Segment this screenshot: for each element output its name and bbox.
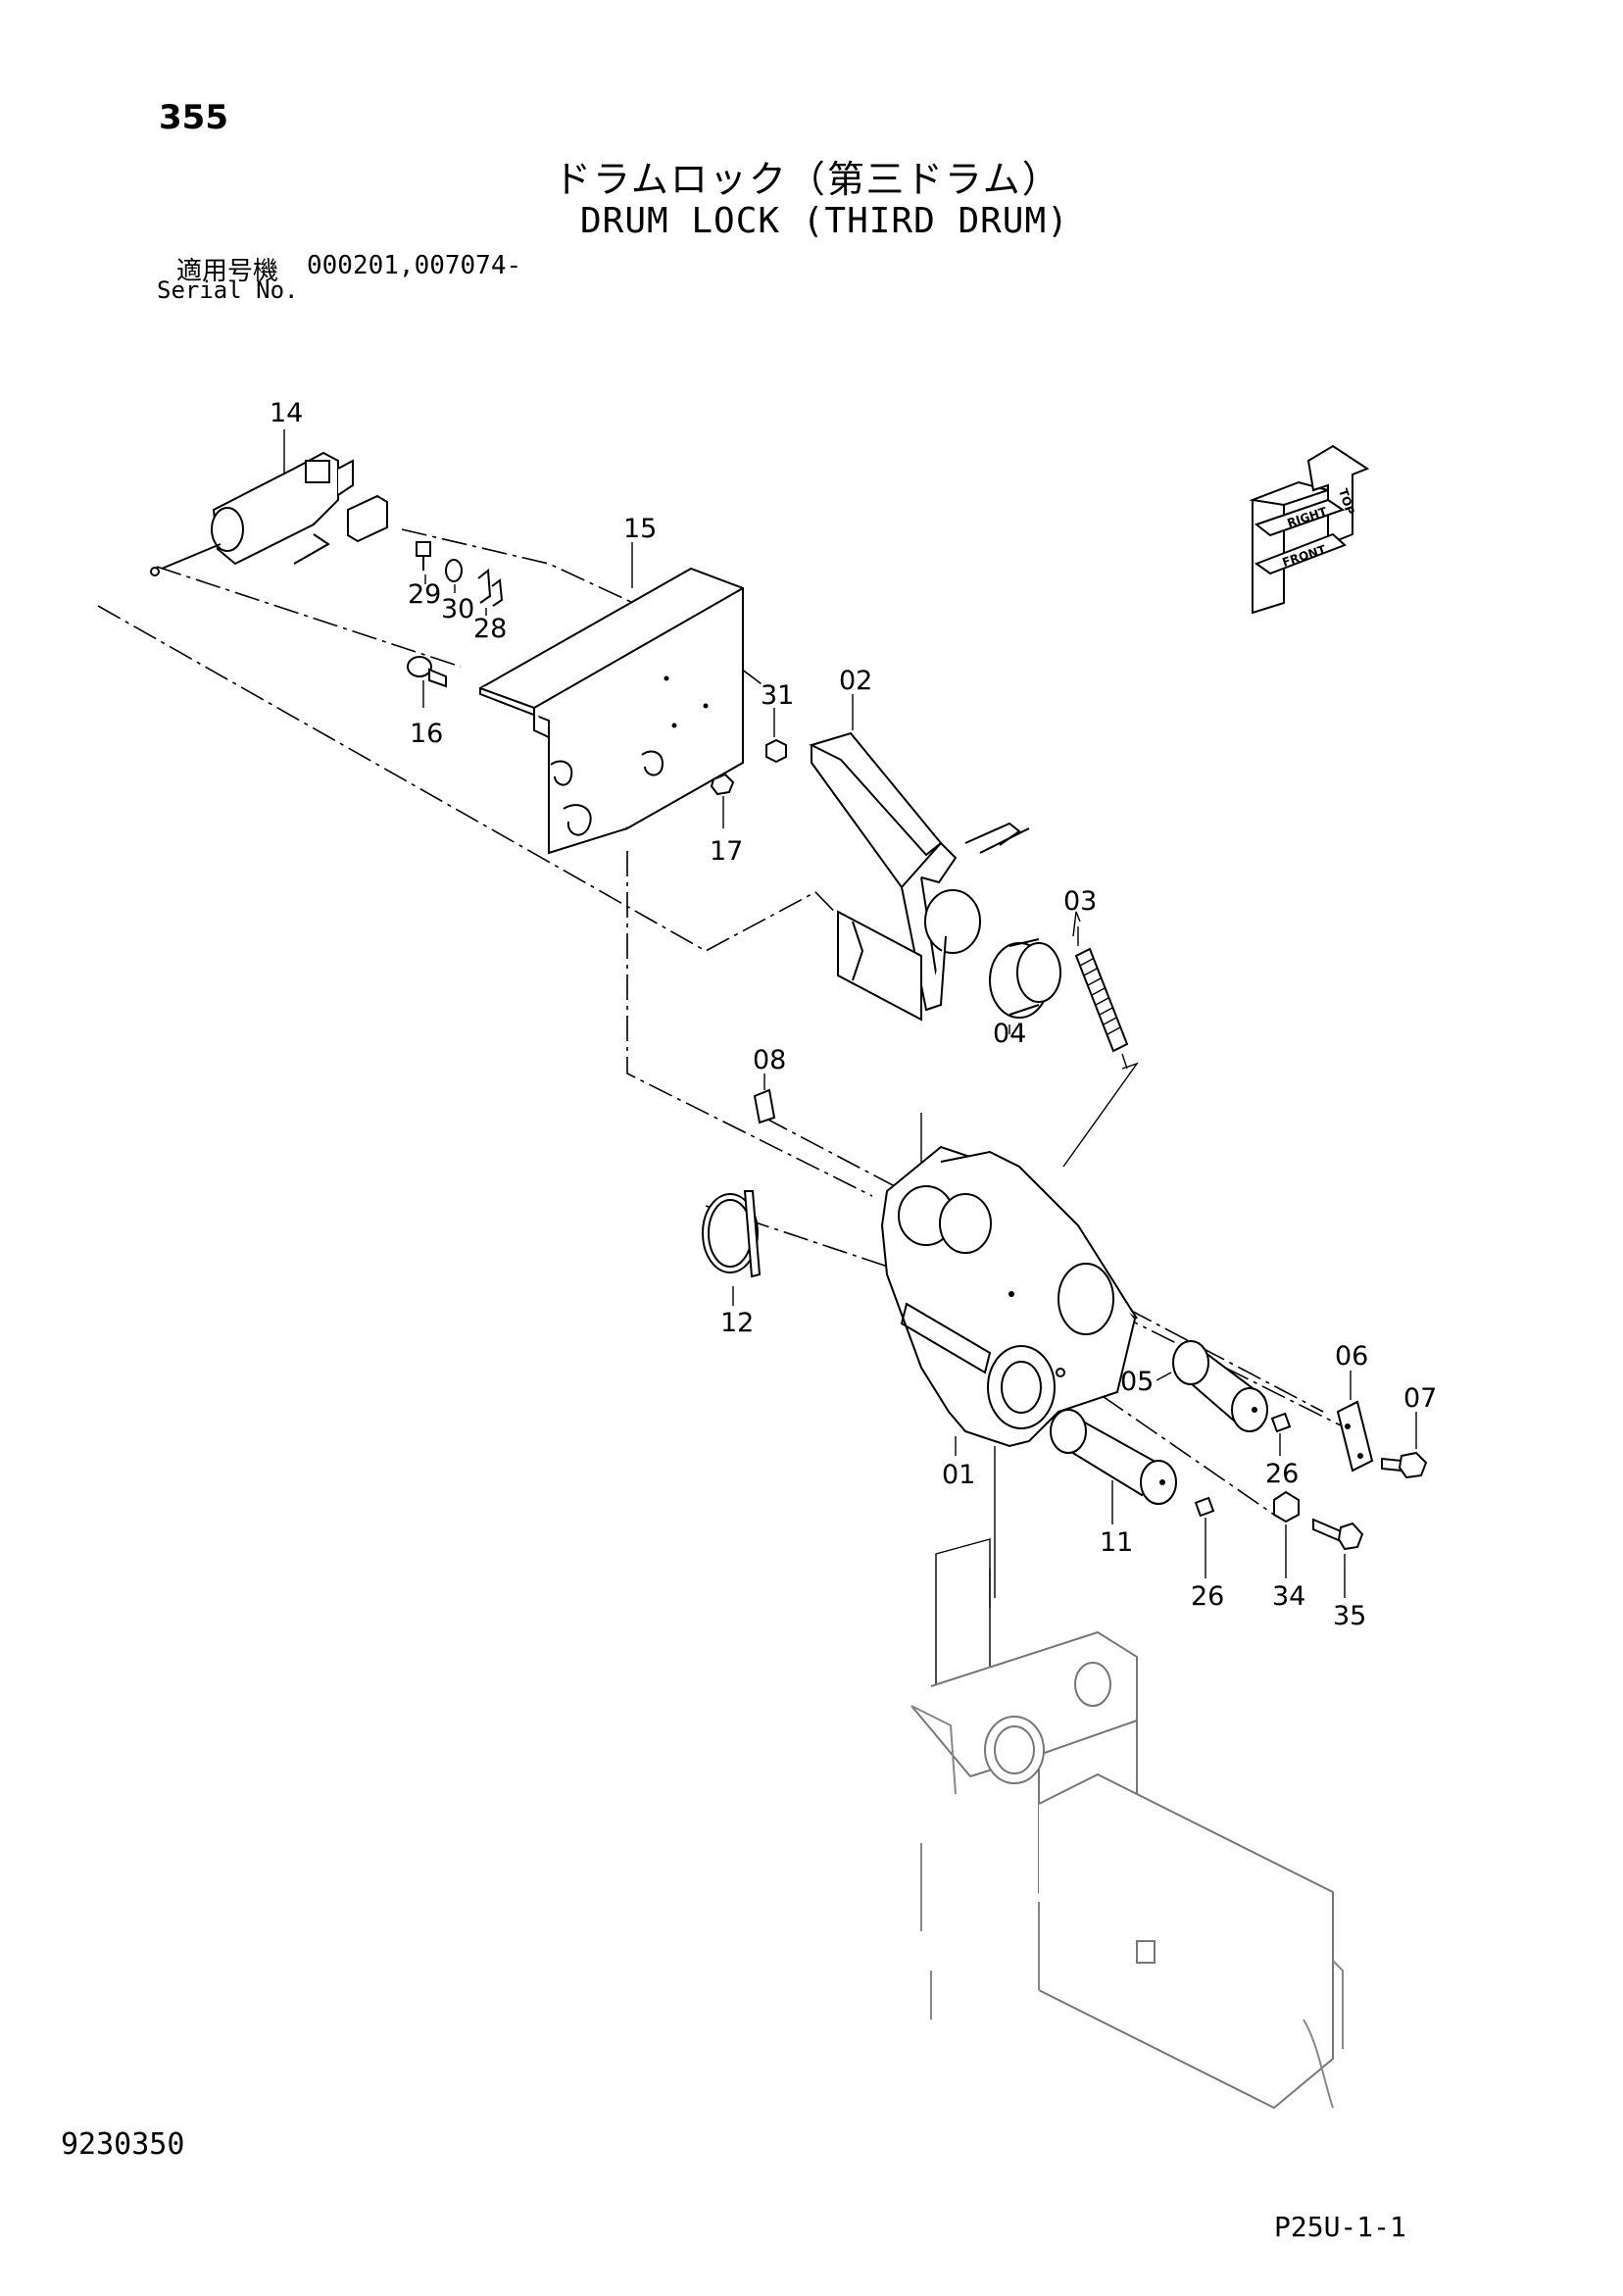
callout-26-upper: 26 [1265,1459,1299,1489]
drawing-number: 9230350 [61,2127,185,2162]
callout-08: 08 [753,1045,786,1075]
part-03-spring [1062,911,1139,1168]
callout-02: 02 [839,666,872,696]
part-07-bolt [1381,1412,1428,1479]
part-06-plate [1336,1371,1374,1472]
part-31-nut [765,708,787,764]
part-16-bolt [407,656,447,708]
part-11-pin [1050,1409,1177,1524]
callout-16: 16 [410,719,443,749]
part-15-cover [479,542,744,855]
sheet-code: P25U-1-1 [1274,2211,1406,2243]
part-12-lock-pin [702,1190,762,1306]
serial-number-value: 000201,007074- [307,251,522,280]
part-08-grease-fitting [753,1073,776,1124]
callout-06: 06 [1335,1341,1368,1372]
callout-labels: 14 15 29 30 28 16 31 17 02 03 04 08 12 0… [270,398,1437,1631]
part-35-bolt [1312,1518,1364,1598]
callout-30: 30 [441,594,474,624]
callout-35: 35 [1333,1601,1366,1631]
callout-01: 01 [942,1460,975,1490]
callout-03: 03 [1063,886,1097,917]
part-05-pin [1156,1340,1268,1432]
callout-11: 11 [1100,1527,1133,1558]
callout-28: 28 [473,614,507,644]
serial-label-japanese: 適用号機 [176,257,279,286]
part-01-bracket [880,1145,1138,1598]
part-04-bushing [989,938,1061,1034]
part-02-lever [809,694,1030,1022]
frame-structure [910,1538,1344,2110]
title-japanese: ドラムロック（第三ドラム） [554,158,1061,201]
page-number: 355 [159,98,228,137]
title-english: DRUM LOCK (THIRD DRUM) [580,201,1069,241]
callout-14: 14 [270,398,303,428]
callout-17: 17 [710,836,743,867]
part-34-nut [1273,1490,1300,1578]
callout-15: 15 [623,514,657,544]
callout-12: 12 [720,1308,754,1338]
callout-34: 34 [1272,1581,1305,1612]
callout-31: 31 [761,680,794,711]
part-26-pin-lower [1194,1496,1215,1578]
part-14-actuator [150,429,388,576]
parts-29-30-28-fasteners [416,541,504,616]
callout-04: 04 [993,1019,1026,1049]
serial-label-english: Serial No. [157,276,299,304]
callout-26-lower: 26 [1191,1581,1224,1612]
part-26-pin-upper [1270,1412,1292,1456]
callout-29: 29 [408,579,441,610]
orientation-indicator: RIGHT FRONT TOP [1249,444,1370,615]
part-17-bolt [710,773,735,828]
callout-05: 05 [1120,1367,1154,1397]
callout-07: 07 [1403,1383,1437,1414]
